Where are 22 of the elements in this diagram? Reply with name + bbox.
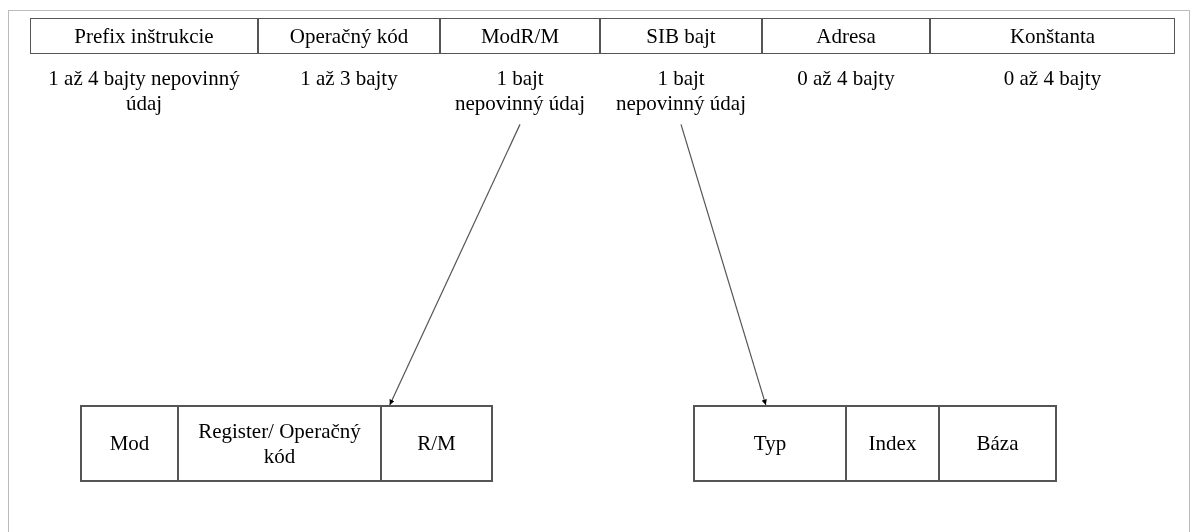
field-cell: ModR/M [440,18,600,54]
field-cell: Báza [939,406,1056,481]
size-note: 1 až 3 bajty [299,66,399,92]
field-table [693,405,1057,482]
size-note: 1 bajt nepovinný údaj [614,66,748,117]
size-note: 1 až 4 bajty nepovinný údaj [47,66,241,117]
arrow [680,123,767,406]
field-cell: Typ [694,406,846,481]
size-note: 1 bajt nepovinný údaj [453,66,587,117]
field-cell: Mod [81,406,178,481]
field-table [80,405,493,482]
field-cell: Register/ Operačný kód [178,406,381,481]
field-cell: Operačný kód [258,18,440,54]
field-cell: Adresa [762,18,930,54]
size-note: 0 až 4 bajty [1002,66,1103,92]
size-note: 0 až 4 bajty [796,66,896,92]
field-cell: R/M [381,406,492,481]
field-cell: SIB bajt [600,18,762,54]
field-cell: Index [846,406,939,481]
arrow [389,123,521,406]
field-cell: Konštanta [930,18,1175,54]
field-cell: Prefix inštrukcie [30,18,258,54]
